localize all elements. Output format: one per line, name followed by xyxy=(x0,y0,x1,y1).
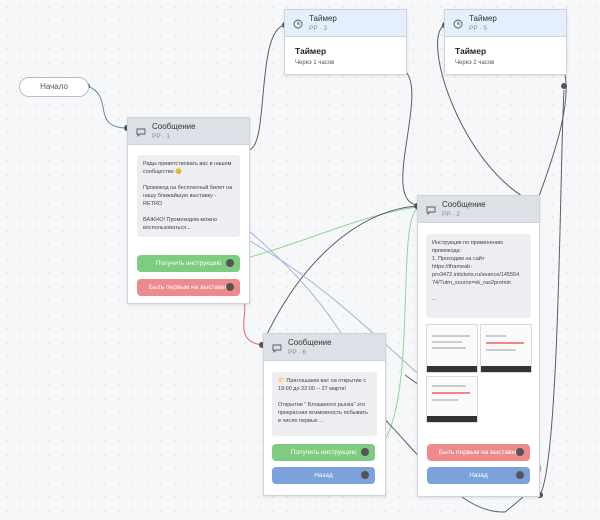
message-node-2-header: Сообщение PP · 2 xyxy=(418,196,539,223)
output-port[interactable] xyxy=(516,471,524,479)
node-id: PP · 6 xyxy=(288,349,306,356)
message-node-2[interactable]: Сообщение PP · 2 Инструкция по применени… xyxy=(417,195,540,497)
output-port[interactable] xyxy=(226,283,234,291)
timer-title: Таймер xyxy=(455,46,487,56)
screenshot-thumbnail-3 xyxy=(426,376,478,423)
edge-instruction-to-message2 xyxy=(231,206,418,263)
node-title: Сообщение xyxy=(442,200,486,209)
be-first-button[interactable]: Быть первым на выставке xyxy=(427,444,530,461)
message-node-6-header: Сообщение PP · 6 xyxy=(264,334,385,361)
get-instruction-button[interactable]: Получить инструкцию xyxy=(137,255,240,272)
button-label: Получить инструкцию xyxy=(155,260,222,267)
edge-start-to-message1 xyxy=(86,85,128,129)
message-node-6[interactable]: Сообщение PP · 6 🌕 Приглашаем вас на отк… xyxy=(263,333,386,496)
output-port[interactable] xyxy=(361,471,369,479)
get-instruction-button[interactable]: Получить инструкцию xyxy=(272,444,375,461)
output-port[interactable] xyxy=(361,448,369,456)
chat-bubble-icon xyxy=(426,206,436,215)
node-id: PP · 3 xyxy=(309,25,327,32)
node-id: PP · 2 xyxy=(442,211,460,218)
timer-delay: Через 1 часов xyxy=(295,60,335,66)
edge-message6-to-message2 xyxy=(261,205,418,346)
node-title: Таймер xyxy=(309,14,337,23)
button-label: Назад xyxy=(469,472,488,479)
button-label: Назад xyxy=(314,472,333,479)
node-id: PP · 5 xyxy=(469,25,487,32)
chat-bubble-icon xyxy=(136,128,146,137)
timer-node-5[interactable]: Таймер PP · 5 Таймер Через 2 часов xyxy=(444,9,567,75)
message-node-1[interactable]: Сообщение PP · 1 Рады приветствовать вас… xyxy=(127,117,250,304)
button-label: Быть первым на выставке xyxy=(148,284,229,291)
edge-timer3-to-message2 xyxy=(402,69,418,206)
output-port[interactable] xyxy=(516,448,524,456)
chat-bubble-icon xyxy=(272,344,282,353)
edge-message2-back xyxy=(539,89,565,496)
node-title: Сообщение xyxy=(288,338,332,347)
screenshot-thumbnail-1 xyxy=(426,324,478,373)
clock-icon xyxy=(293,19,303,29)
timer-node-5-header: Таймер PP · 5 xyxy=(445,10,566,37)
edge-message1-to-timer3 xyxy=(247,24,286,151)
timer-node-3[interactable]: Таймер PP · 3 Таймер Через 1 часов xyxy=(284,9,407,75)
edge-timer5-to-message2 xyxy=(537,69,567,201)
output-port[interactable] xyxy=(226,259,234,267)
timer-title: Таймер xyxy=(295,46,327,56)
message-text: Рады приветствовать вас в нашем сообщест… xyxy=(137,155,240,237)
message-text: 🌕 Приглашаем вас на открытие с 19:00 до … xyxy=(272,372,377,436)
timer-delay: Через 2 часов xyxy=(455,60,495,66)
node-title: Таймер xyxy=(469,14,497,23)
button-label: Быть первым на выставке xyxy=(438,449,519,456)
node-id: PP · 1 xyxy=(152,133,170,140)
button-label: Получить инструкцию xyxy=(290,449,357,456)
screenshot-thumbnail-2 xyxy=(480,324,532,373)
timer-node-3-header: Таймер PP · 3 xyxy=(285,10,406,37)
clock-icon xyxy=(453,19,463,29)
node-title: Сообщение xyxy=(152,122,196,131)
message-text: Инструкция по применению промокода: 1. П… xyxy=(426,234,531,318)
be-first-button[interactable]: Быть первым на выставке xyxy=(137,279,240,296)
back-button[interactable]: Назад xyxy=(272,467,375,484)
message-node-1-header: Сообщение PP · 1 xyxy=(128,118,249,145)
back-button[interactable]: Назад xyxy=(427,467,530,484)
start-node[interactable]: Начало xyxy=(19,77,89,97)
